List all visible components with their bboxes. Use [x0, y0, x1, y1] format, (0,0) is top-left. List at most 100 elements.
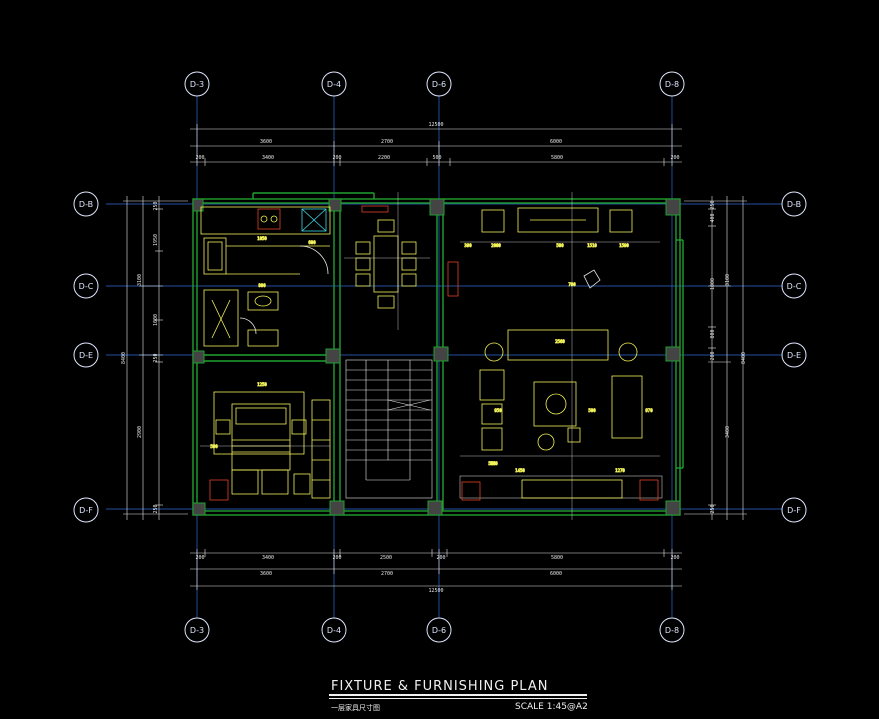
svg-text:200: 200: [332, 555, 341, 561]
svg-text:250: 250: [710, 200, 716, 209]
living-area: 2000 500 2560 950 500 970 580 1450 1270 …: [447, 192, 663, 520]
svg-text:5800: 5800: [551, 555, 563, 561]
svg-text:D-6: D-6: [432, 626, 446, 635]
grid-bubble-bottom-4: D-8: [659, 617, 685, 643]
svg-text:250: 250: [153, 353, 159, 362]
svg-text:D-E: D-E: [79, 351, 93, 360]
svg-text:6000: 6000: [550, 139, 562, 145]
drawing-subtitle: 一层家具尺寸图: [331, 704, 380, 712]
title-underline-thin: [329, 698, 587, 699]
svg-text:580: 580: [490, 461, 498, 466]
left-dimension-chains: [123, 196, 188, 520]
svg-text:D-C: D-C: [787, 282, 802, 291]
svg-text:3400: 3400: [725, 426, 731, 438]
svg-text:800: 800: [710, 329, 716, 338]
svg-text:1450: 1450: [515, 468, 525, 473]
grid-bubble-top-1: D-3: [184, 71, 210, 97]
svg-text:3400: 3400: [262, 155, 274, 161]
grid-bubble-bottom-2: D-4: [321, 617, 347, 643]
bathroom-area: 800: [203, 283, 279, 347]
svg-text:200: 200: [195, 155, 204, 161]
svg-text:200: 200: [195, 555, 204, 561]
svg-text:2000: 2000: [491, 243, 501, 248]
bottom-dimension-labels: 200 3400 200 2500 200 5800 200 3600 2700…: [195, 555, 679, 594]
svg-text:3400: 3400: [262, 555, 274, 561]
svg-text:1800: 1800: [710, 278, 716, 290]
grid-bubble-bottom-3: D-6: [426, 617, 452, 643]
drawing-scale: SCALE 1:45@A2: [515, 702, 588, 712]
svg-text:2200: 2200: [378, 155, 390, 161]
svg-text:5800: 5800: [551, 155, 563, 161]
svg-text:3600: 3600: [260, 139, 272, 145]
svg-text:1250: 1250: [257, 382, 267, 387]
grid-bubble-right-1: D-B: [781, 191, 807, 217]
svg-text:390: 390: [464, 243, 472, 248]
svg-text:950: 950: [494, 408, 502, 413]
bottom-dimension-chains: [190, 549, 682, 590]
left-dimension-labels: 8400 250 1950 3100 1000 250 2900 250: [121, 201, 159, 513]
svg-text:12500: 12500: [428, 122, 443, 128]
svg-text:400: 400: [710, 213, 716, 222]
structural-columns: [192, 198, 681, 516]
svg-text:1950: 1950: [153, 234, 159, 246]
grid-bubble-right-2: D-C: [781, 273, 807, 299]
grid-bubbles: D-3 D-4 D-6 D-8 D-3 D-4 D-6 D-8 D-B D-C …: [73, 71, 807, 643]
svg-text:250: 250: [153, 201, 159, 210]
stair-area: [345, 359, 433, 499]
svg-text:2560: 2560: [555, 339, 565, 344]
svg-text:600: 600: [308, 240, 316, 245]
svg-text:1590: 1590: [619, 243, 629, 248]
svg-text:1270: 1270: [615, 468, 625, 473]
svg-text:8400: 8400: [741, 352, 747, 364]
svg-text:6000: 6000: [550, 571, 562, 577]
svg-text:D-4: D-4: [327, 626, 341, 635]
grid-bubble-left-3: D-E: [73, 342, 99, 368]
svg-text:250: 250: [710, 504, 716, 513]
grid-bubble-right-3: D-E: [781, 342, 807, 368]
svg-text:200: 200: [436, 555, 445, 561]
top-dimension-labels: 12500 3600 2700 6000 200 3400 200 2200 5…: [195, 122, 679, 161]
title-underline-thick: [329, 694, 587, 696]
svg-text:590: 590: [210, 444, 218, 449]
svg-text:200: 200: [332, 155, 341, 161]
grid-bubble-left-1: D-B: [73, 191, 99, 217]
kitchen-area: 1050 600: [200, 206, 331, 275]
dining-area: [344, 192, 430, 330]
svg-text:12500: 12500: [428, 588, 443, 594]
grid-bubble-left-4: D-F: [73, 497, 99, 523]
svg-text:D-B: D-B: [787, 200, 801, 209]
svg-text:800: 800: [258, 283, 266, 288]
right-dimension-chains: [684, 196, 747, 520]
svg-text:D-B: D-B: [79, 200, 93, 209]
svg-text:D-8: D-8: [665, 80, 679, 89]
bedroom-area: 1250 590: [200, 382, 331, 501]
svg-text:2700: 2700: [381, 571, 393, 577]
svg-text:200: 200: [710, 351, 716, 360]
svg-text:D-6: D-6: [432, 80, 446, 89]
svg-text:970: 970: [645, 408, 653, 413]
svg-text:D-F: D-F: [79, 506, 93, 515]
svg-text:8400: 8400: [121, 352, 127, 364]
svg-text:1000: 1000: [153, 314, 159, 326]
svg-text:200: 200: [670, 155, 679, 161]
grid-bubble-right-4: D-F: [781, 497, 807, 523]
grid-bubble-top-4: D-8: [659, 71, 685, 97]
grid-bubble-left-2: D-C: [73, 273, 99, 299]
svg-text:D-4: D-4: [327, 80, 341, 89]
svg-text:D-3: D-3: [190, 626, 204, 635]
svg-text:3600: 3600: [260, 571, 272, 577]
svg-text:D-E: D-E: [787, 351, 801, 360]
svg-text:700: 700: [568, 282, 576, 287]
svg-text:1050: 1050: [257, 236, 267, 241]
svg-text:2500: 2500: [380, 555, 392, 561]
grid-bubble-top-3: D-6: [426, 71, 452, 97]
svg-text:500: 500: [432, 155, 441, 161]
svg-text:500: 500: [556, 243, 564, 248]
svg-text:540: 540: [488, 461, 496, 466]
svg-text:2900: 2900: [137, 426, 143, 438]
svg-text:D-F: D-F: [787, 506, 801, 515]
drawing-title: FIXTURE & FURNISHING PLAN: [331, 679, 549, 694]
svg-text:2700: 2700: [381, 139, 393, 145]
top-dimension-chains: [190, 124, 682, 166]
